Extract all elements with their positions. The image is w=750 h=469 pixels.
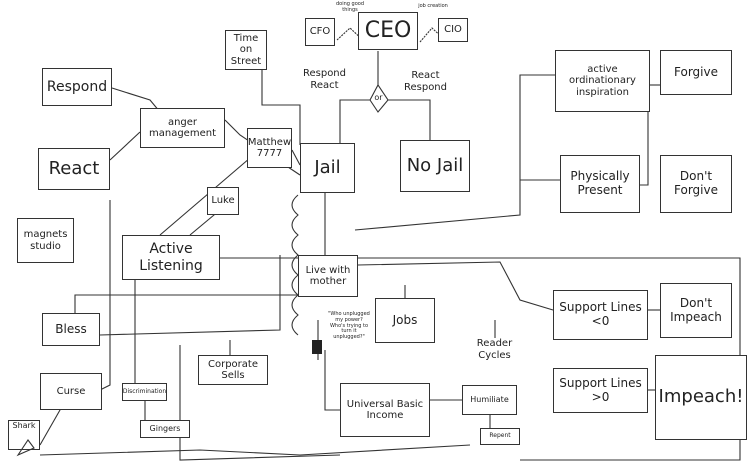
plug-to-ubi	[324, 350, 340, 411]
ceo-box: CEO	[358, 12, 418, 50]
mother-to-support	[357, 261, 554, 311]
react-box: React	[38, 148, 110, 190]
repent-box: Repent	[480, 428, 520, 445]
humiliate-box: Humiliate	[462, 385, 517, 415]
matthew-to-listening	[159, 157, 251, 236]
blood-mark	[16, 439, 35, 457]
universal-basic-income-box: Universal Basic Income	[340, 383, 430, 437]
or-label: or	[374, 93, 383, 102]
reader-cycles-label: Reader Cycles	[476, 338, 513, 361]
or-to-jail	[339, 99, 370, 145]
shark-box: Shark	[8, 420, 40, 450]
plug-note: "Who unplugged my power? Who's trying to…	[328, 311, 370, 340]
react-respond-label: React Respond	[403, 70, 447, 93]
respond-react-label: Respond React	[302, 68, 346, 91]
support-lines-lt0-box: Support Lines <0	[553, 290, 648, 340]
matthew-box: Matthew 7777	[247, 128, 292, 168]
bless-wire-2	[99, 255, 281, 336]
anger-management-box: anger management	[140, 108, 225, 148]
gingers-box: Gingers	[140, 420, 190, 438]
bottom-wire	[39, 444, 471, 456]
present-to-forgive	[640, 85, 649, 186]
curse-wire	[99, 200, 111, 391]
magnets-studio-box: magnets studio	[17, 218, 74, 263]
active-inspiration-box: active ordinationary inspiration	[555, 50, 650, 112]
jobs-box: Jobs	[375, 298, 435, 343]
matthew-to-jail	[291, 149, 301, 166]
respond-box: Respond	[42, 68, 112, 106]
jail-box: Jail	[300, 143, 355, 193]
anger-to-react	[109, 131, 141, 161]
support-lines-gt0-box: Support Lines >0	[553, 368, 648, 413]
plug-icon	[312, 340, 322, 354]
impeach-box: Impeach!	[655, 355, 747, 440]
coil-spring	[291, 194, 299, 336]
or-to-nojail	[388, 99, 431, 140]
luke-box: Luke	[207, 187, 239, 215]
bless-wire	[74, 294, 340, 315]
cio-box: CIO	[438, 18, 468, 42]
dont-impeach-box: Don't Impeach	[660, 283, 732, 338]
street-to-jail	[261, 70, 301, 145]
forgive-box: Forgive	[660, 50, 732, 95]
physically-present-box: Physically Present	[560, 155, 640, 213]
cfo-box: CFO	[305, 18, 335, 46]
jail-to-inspiration	[354, 74, 555, 231]
ceo-right-note: job creation	[418, 3, 448, 9]
curse-box: Curse	[40, 373, 102, 410]
dont-forgive-box: Don't Forgive	[660, 155, 732, 213]
discrimination-box: Discrimination	[122, 383, 167, 401]
corporate-sells-box: Corporate Sells	[198, 355, 268, 385]
live-with-mother-box: Live with mother	[298, 255, 358, 297]
time-on-street-box: Time on Street	[225, 30, 267, 70]
corporate-wire	[179, 345, 341, 461]
ceo-left-note: doing good things	[335, 1, 365, 13]
active-listening-box: Active Listening	[122, 235, 220, 280]
no-jail-box: No Jail	[400, 140, 470, 192]
bless-box: Bless	[42, 313, 100, 346]
